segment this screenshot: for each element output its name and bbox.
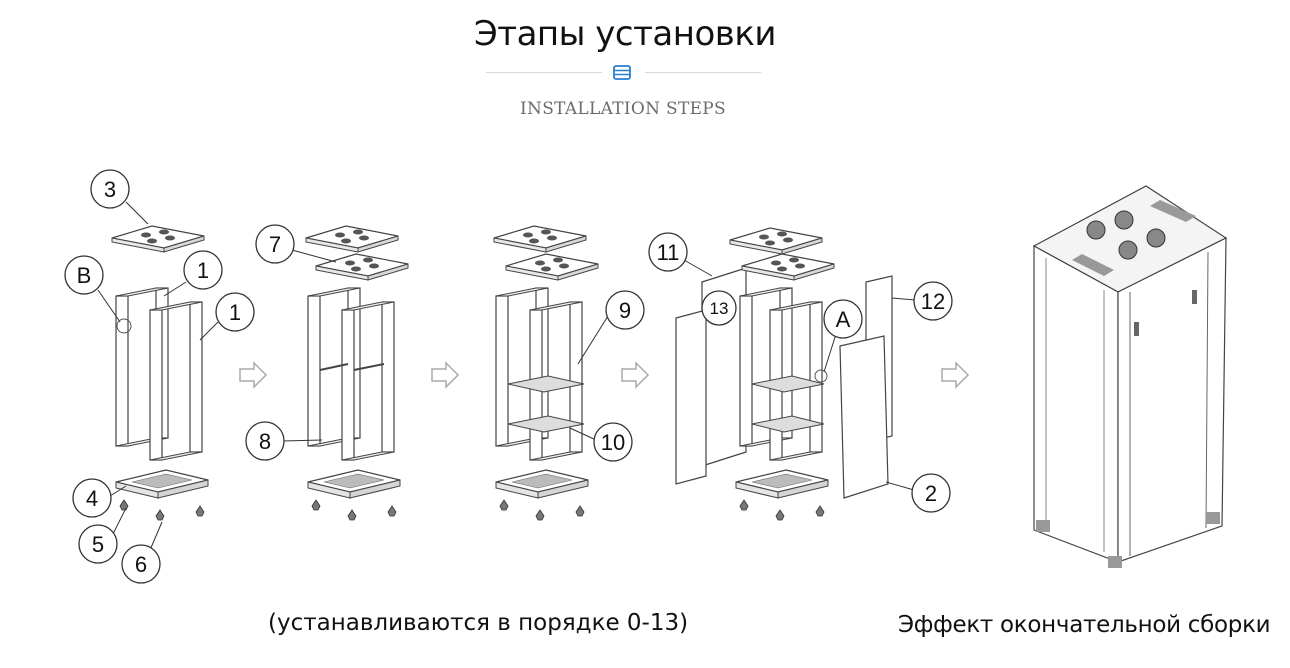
svg-text:A: A <box>836 307 851 332</box>
svg-text:2: 2 <box>925 481 937 506</box>
svg-text:9: 9 <box>619 298 631 323</box>
final-assembly-caption: Эффект окончательной сборки <box>898 612 1271 638</box>
server-icon <box>613 65 631 80</box>
svg-text:12: 12 <box>921 289 945 314</box>
assembled-cabinet <box>1032 185 1228 568</box>
callout-7: 8 <box>245 421 323 461</box>
callout-10: 2 <box>885 473 951 513</box>
title-divider-right <box>645 72 761 73</box>
callout-1-top: 1 <box>163 250 223 297</box>
svg-text:10: 10 <box>601 430 625 455</box>
svg-text:B: B <box>77 263 92 288</box>
svg-text:5: 5 <box>92 532 104 557</box>
callout-12: 12 <box>891 281 953 321</box>
step-arrow-1 <box>239 362 267 388</box>
install-order-caption: (устанавливаются в порядке 0-13) <box>268 610 689 636</box>
svg-text:13: 13 <box>710 299 729 318</box>
callout-11: 11 <box>648 232 713 277</box>
step-3-assembly <box>493 225 599 521</box>
step-4-assembly <box>675 227 893 521</box>
svg-text:8: 8 <box>259 429 271 454</box>
callout-5: 6 <box>121 521 163 584</box>
callouts: 3 B 1 1 4 5 6 7 8 9 10 11 13 A 12 2 <box>64 169 953 584</box>
svg-text:3: 3 <box>104 177 116 202</box>
callout-9: 10 <box>569 422 633 462</box>
page-title: Этапы установки <box>474 14 776 54</box>
callout-6: 7 <box>255 224 337 264</box>
svg-text:7: 7 <box>269 232 281 257</box>
svg-text:1: 1 <box>197 258 209 283</box>
callout-1-bottom: 1 <box>199 292 255 341</box>
page-subtitle: INSTALLATION STEPS <box>520 99 726 119</box>
callout-2: 3 <box>90 169 149 225</box>
callout-3: 4 <box>72 478 127 518</box>
callout-b: B <box>64 255 121 323</box>
svg-text:6: 6 <box>135 552 147 577</box>
callout-8: 9 <box>577 290 645 365</box>
callout-a: A <box>823 299 863 373</box>
step-arrow-4 <box>941 362 969 388</box>
title-divider-left <box>486 72 602 73</box>
step-arrow-2 <box>431 362 459 388</box>
svg-text:11: 11 <box>657 240 680 265</box>
svg-text:4: 4 <box>86 486 98 511</box>
callout-4: 5 <box>78 507 127 564</box>
svg-text:1: 1 <box>229 300 241 325</box>
step-arrow-3 <box>621 362 649 388</box>
callout-13: 13 <box>701 290 737 326</box>
installation-diagram: 3 B 1 1 4 5 6 7 8 9 10 11 13 A 12 2 <box>64 169 1228 584</box>
step-2-assembly <box>305 225 409 521</box>
